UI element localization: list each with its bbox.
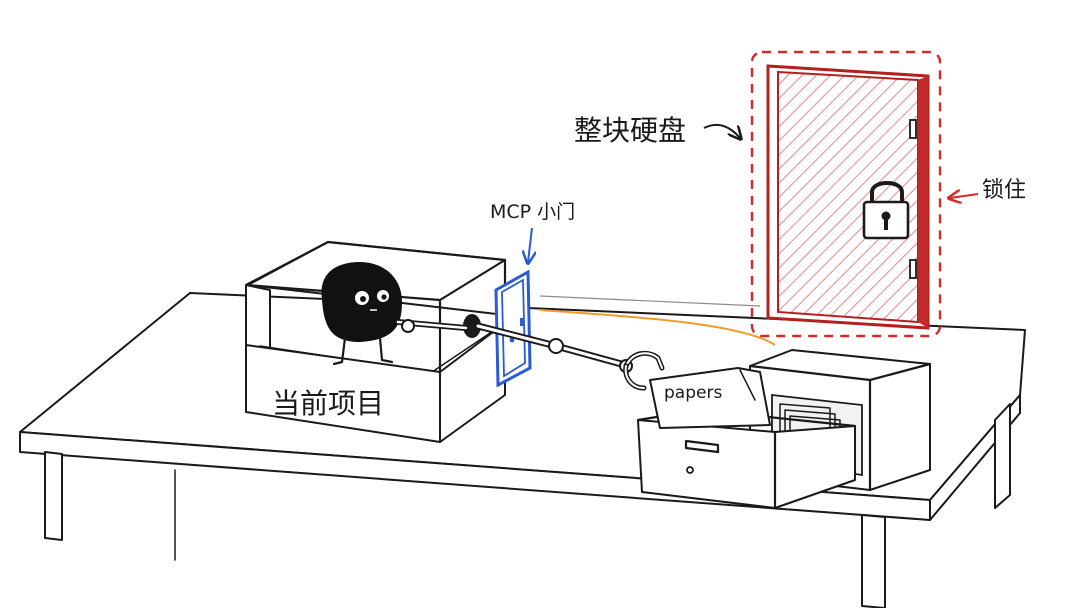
door-icon xyxy=(494,269,532,388)
whole-disk-label: 整块硬盘 xyxy=(574,114,686,147)
project-box-label: 当前项目 xyxy=(272,387,384,420)
padlock-icon xyxy=(862,181,910,240)
mcp-door-arrow xyxy=(528,227,532,262)
mcp-door-label: MCP 小门 xyxy=(490,201,575,223)
robot-arm-inner xyxy=(395,319,469,333)
whole-disk-arrow xyxy=(703,123,740,138)
papers-label: papers xyxy=(664,383,722,403)
access-path xyxy=(539,309,776,346)
robot-arm-outer xyxy=(474,322,665,391)
wall-hole xyxy=(463,314,481,338)
locked-label: 锁住 xyxy=(982,178,1026,203)
locked-boundary xyxy=(750,50,942,338)
blob-creature-icon xyxy=(321,262,402,366)
locked-disk xyxy=(750,50,942,338)
table-legs xyxy=(44,403,1011,608)
locked-arrow xyxy=(950,194,979,198)
file-cabinet-icon xyxy=(636,349,932,510)
disk-connector xyxy=(539,295,761,307)
